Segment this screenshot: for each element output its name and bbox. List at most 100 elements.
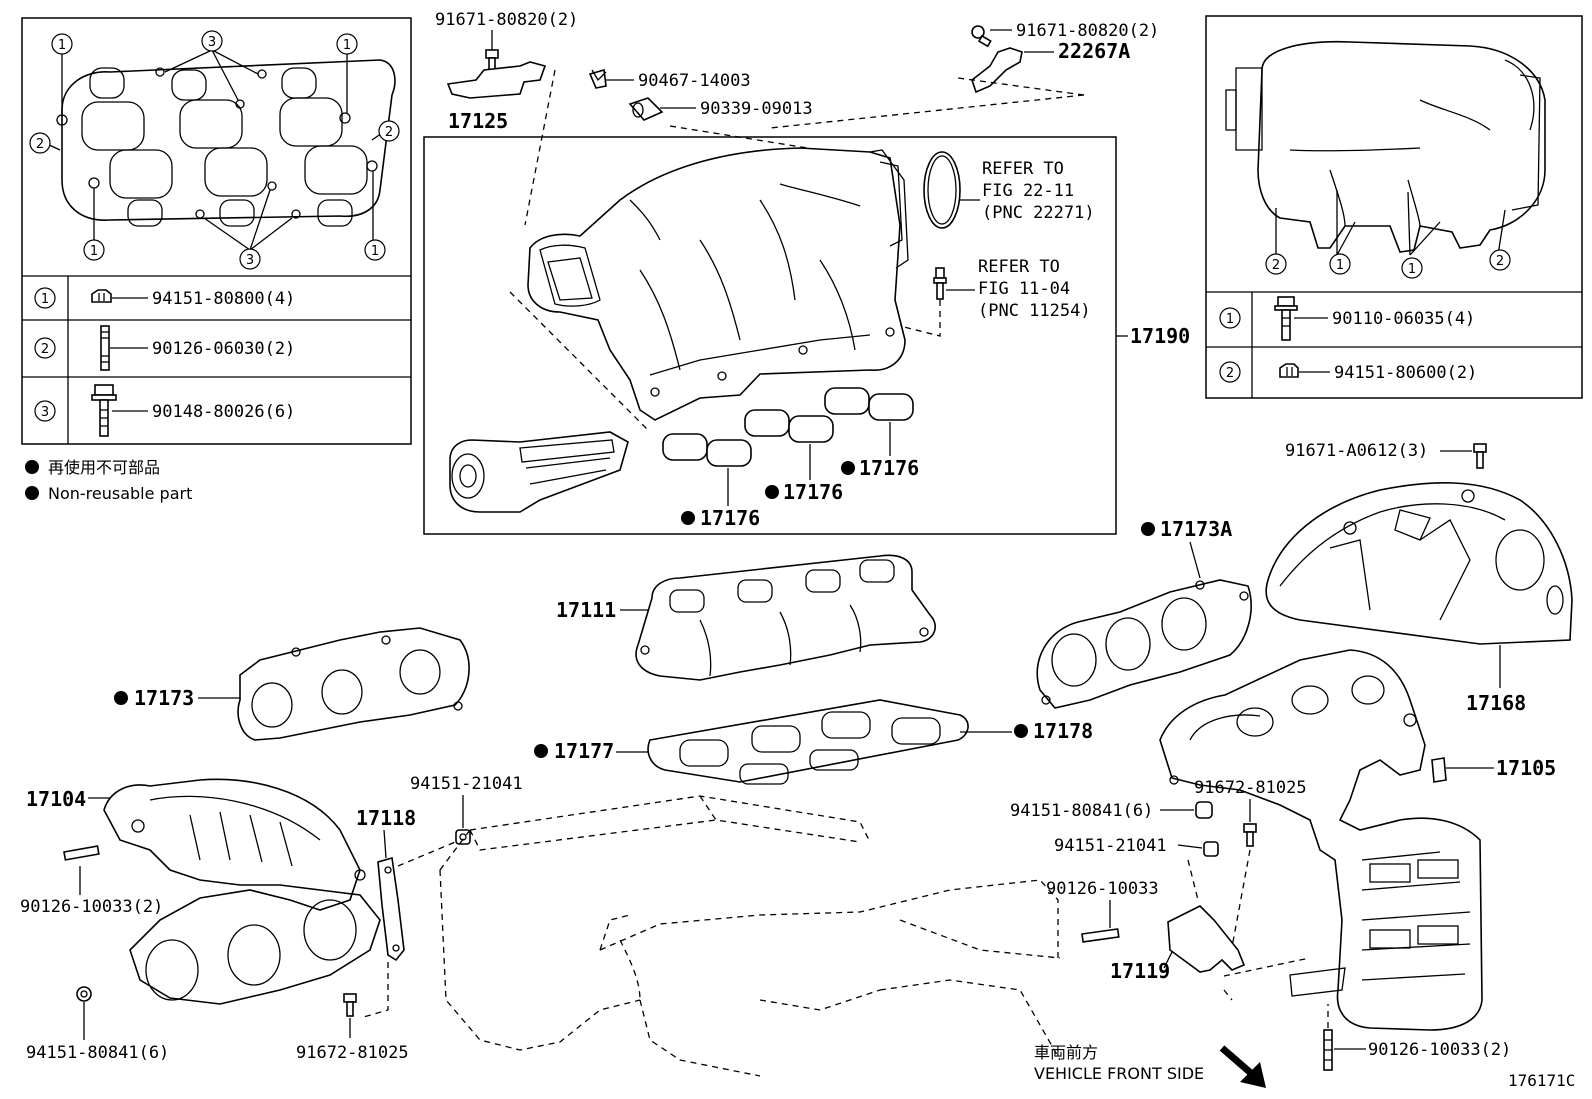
part-label: 90339-09013 <box>700 99 813 119</box>
part-label: 17176 <box>700 506 760 530</box>
svg-text:1: 1 <box>1226 312 1234 327</box>
right-inset-table: 1 90110-06035(4) 2 94151-80600(2) <box>1219 296 1477 383</box>
nonreusable-icon <box>1141 522 1155 536</box>
flange-bolt-icon <box>91 384 117 437</box>
bracket-17119 <box>1167 905 1246 973</box>
intake-control-valve-drawing <box>449 431 629 513</box>
part-label: 91672-81025 <box>296 1043 409 1063</box>
callout-circle: 1 <box>364 239 386 261</box>
svg-text:1: 1 <box>1336 258 1344 273</box>
part-label: 91671-A0612(3) <box>1285 441 1428 461</box>
nonreusable-icon <box>1014 724 1028 738</box>
refer-note: REFER TO <box>978 257 1060 277</box>
svg-text:2: 2 <box>385 125 393 140</box>
o-ring <box>923 151 961 229</box>
part-label: 94151-21041 <box>1054 836 1167 856</box>
nonreusable-icon <box>841 461 855 475</box>
callout-circle: 1 <box>1329 253 1351 275</box>
bolt-icon <box>485 49 499 71</box>
part-label: 90126-10033(2) <box>1368 1040 1511 1060</box>
bolt-icon <box>1473 443 1487 469</box>
svg-text:2: 2 <box>1226 366 1234 381</box>
right-inset-frame <box>1205 15 1583 399</box>
part-label: 17119 <box>1110 959 1170 983</box>
part-label: 91671-80820(2) <box>1016 21 1159 41</box>
table-row: 2 94151-80600(2) <box>1219 361 1477 383</box>
intake-gasket-drawing <box>56 59 396 227</box>
part-label: 17190 <box>1130 324 1190 348</box>
legend-jp: 再使用不可部品 <box>48 458 160 477</box>
front-label-jp: 車両前方 <box>1034 1043 1098 1062</box>
part-label: 94151-80841(6) <box>1010 801 1153 821</box>
callout-circle: 2 <box>378 120 400 142</box>
svg-text:3: 3 <box>208 35 216 50</box>
part-label: 17178 <box>1033 719 1093 743</box>
part-label: 17111 <box>556 598 616 622</box>
callout-circle: 1 <box>83 239 105 261</box>
svg-text:3: 3 <box>246 253 254 268</box>
nut-icon <box>91 289 112 303</box>
intake-manifold-lower-drawing <box>635 554 936 681</box>
stud-icon <box>63 845 100 861</box>
center-parts: 17111 17177 17178 <box>534 554 1093 785</box>
nonreusable-icon <box>681 511 695 525</box>
heat-insulator-17168 <box>1265 482 1573 645</box>
part-label: 94151-80841(6) <box>26 1043 169 1063</box>
nut-icon <box>1195 801 1213 819</box>
nonreusable-icon <box>114 691 128 705</box>
legend-en: Non-reusable part <box>48 484 192 503</box>
bolt-icon <box>1243 823 1257 847</box>
callout-circle: 1 <box>336 33 358 55</box>
nut-icon <box>1279 363 1299 378</box>
figure-id: 176171C <box>1508 1071 1575 1090</box>
svg-text:3: 3 <box>41 405 49 420</box>
intake-plenum-drawing <box>1225 40 1546 253</box>
nonreusable-icon <box>765 485 779 499</box>
part-label: 17173A <box>1160 517 1232 541</box>
part-label: 90126-10033 <box>1046 879 1159 899</box>
part-label: 90467-14003 <box>638 71 751 91</box>
callout-circle: 1 <box>51 33 73 55</box>
svg-text:1: 1 <box>371 244 379 259</box>
exhaust-manifold-left-drawing <box>103 778 381 1005</box>
part-label: 17173 <box>134 686 194 710</box>
left-inset: 1 3 1 2 2 1 3 1 1 94151-80800(4) 2 <box>21 17 412 445</box>
part-number: 90126-06030(2) <box>152 339 295 359</box>
heat-insulator-group: 91671-A0612(3) 17168 <box>1265 441 1573 715</box>
part-number: 90148-80026(6) <box>152 402 295 422</box>
callout-circle: 3 <box>239 248 261 270</box>
svg-text:2: 2 <box>1496 254 1504 269</box>
intake-manifold-drawing <box>527 147 909 421</box>
bolt-icon <box>971 25 992 48</box>
svg-text:1: 1 <box>343 38 351 53</box>
part-label: 17118 <box>356 806 416 830</box>
part-label: 91672-81025 <box>1194 778 1307 798</box>
part-number: 90110-06035(4) <box>1332 309 1475 329</box>
table-row: 1 94151-80800(4) <box>34 287 295 309</box>
left-inset-callouts: 1 3 1 2 2 1 3 1 <box>29 30 400 270</box>
table-row: 1 90110-06035(4) <box>1219 296 1475 341</box>
refer-note: (PNC 22271) <box>982 203 1095 223</box>
flange-bolt-icon <box>1274 296 1298 341</box>
svg-text:1: 1 <box>58 38 66 53</box>
table-row: 2 90126-06030(2) <box>34 325 295 371</box>
part-number: 94151-80800(4) <box>152 289 295 309</box>
gasket-17173 <box>237 627 470 741</box>
svg-text:2: 2 <box>1272 258 1280 273</box>
refer-note: REFER TO <box>982 159 1064 179</box>
exhaust-manifold-right-drawing <box>1159 649 1483 1031</box>
svg-text:1: 1 <box>1408 262 1416 277</box>
sleeve-icon <box>628 97 664 121</box>
part-label: 17125 <box>448 109 508 133</box>
refer-note: (PNC 11254) <box>978 301 1091 321</box>
top-center-parts: 91671-80820(2) 17125 90467-14003 90339-0… <box>435 10 1159 226</box>
legend: 再使用不可部品 Non-reusable part <box>25 458 192 503</box>
part-label: 17105 <box>1496 756 1556 780</box>
front-label-en: VEHICLE FRONT SIDE <box>1034 1064 1204 1083</box>
front-direction: 車両前方 VEHICLE FRONT SIDE <box>1034 1043 1266 1088</box>
engine-outline <box>439 795 1061 1077</box>
bracket-17118 <box>377 856 405 962</box>
stud-icon <box>100 325 110 371</box>
part-label: 17177 <box>554 739 614 763</box>
part-label: 91671-80820(2) <box>435 10 578 30</box>
